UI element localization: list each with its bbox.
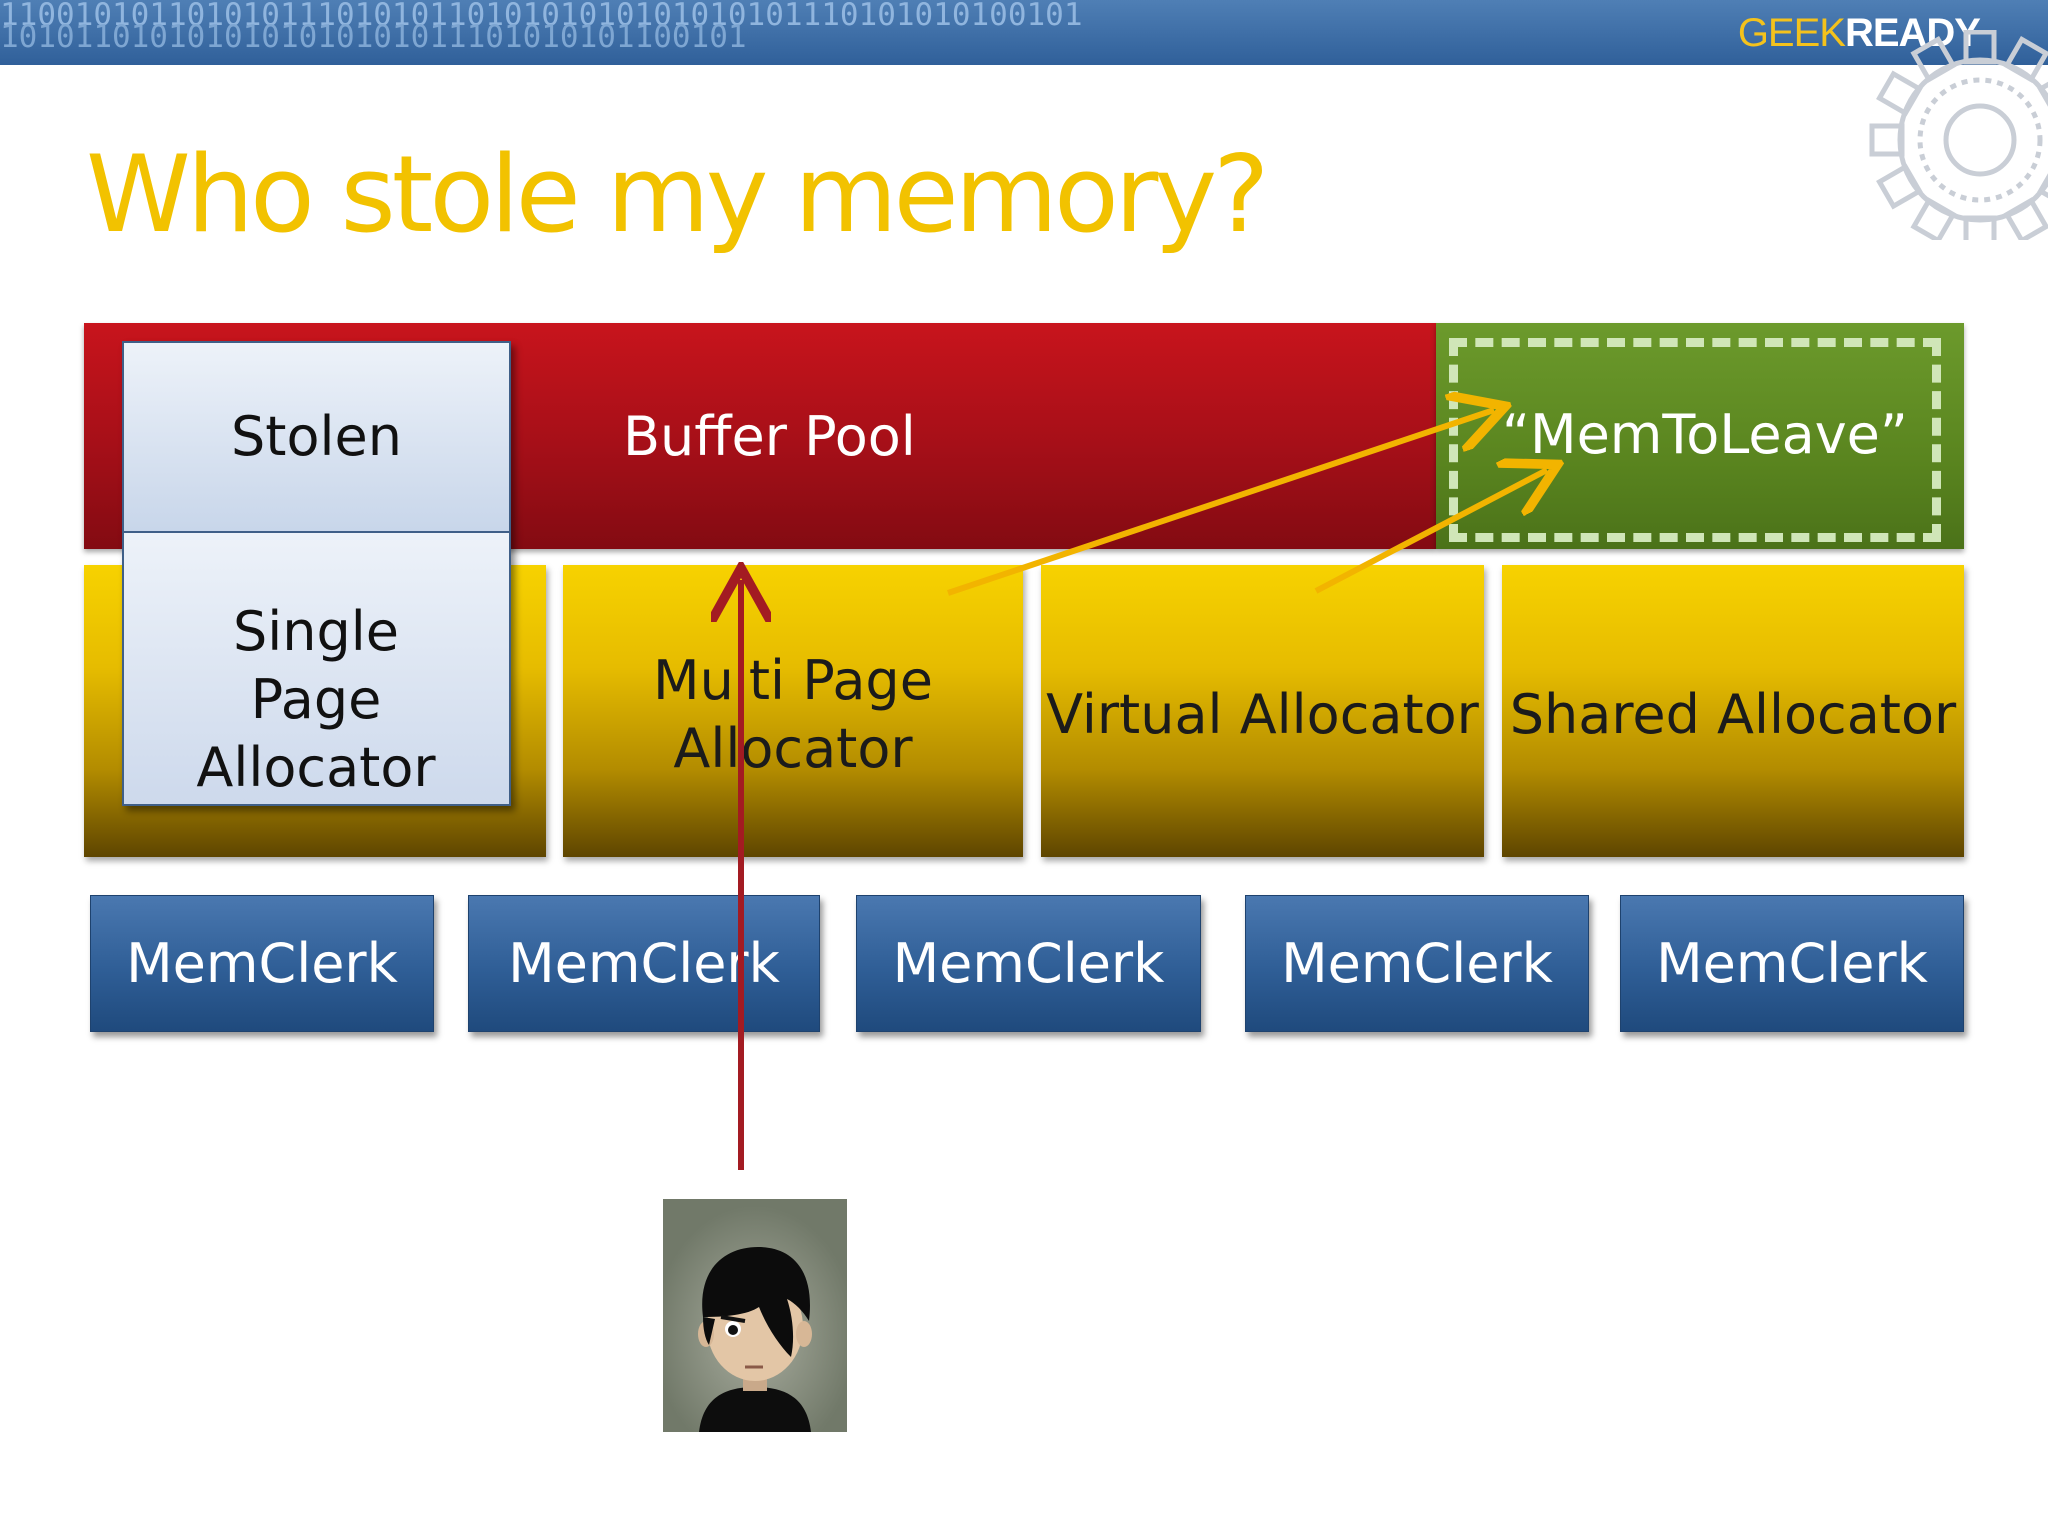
- header-bar: 1100101011010101110101011010101010101010…: [0, 0, 2048, 65]
- memclerk-box: MemClerk: [90, 895, 434, 1032]
- stolen-label: Stolen: [231, 405, 402, 468]
- virtual-allocator-block: [1041, 565, 1484, 857]
- binary-pattern-2: 1010110101010101010101011101010101100101: [0, 19, 747, 55]
- multi-page-allocator-block: [563, 565, 1023, 857]
- buffer-pool-label: Buffer Pool: [623, 405, 916, 468]
- shared-allocator-label: Shared Allocator: [1509, 683, 1957, 746]
- geekready-logo: GEEKREADY: [1737, 10, 1981, 56]
- yellow-arrow-virtual: [1314, 470, 1547, 594]
- virtual-allocator-label: Virtual Allocator: [1046, 683, 1479, 746]
- user-avatar: [663, 1199, 847, 1432]
- binary-pattern: 1100101011010101110101011010101010101010…: [0, 0, 1083, 33]
- single-page-allocator-label: Single Page Allocator: [196, 600, 436, 799]
- logo-geek-text: GEEK: [1737, 11, 1846, 55]
- memclerk-box: MemClerk: [856, 895, 1201, 1032]
- stolen-column: Stolen Single Page Allocator: [122, 341, 511, 806]
- memclerk-box: MemClerk: [1245, 895, 1589, 1032]
- logo-ready-text: READY: [1844, 11, 1981, 55]
- page-title: Who stole my memory?: [86, 133, 1269, 256]
- stolen-block: Stolen: [124, 343, 509, 533]
- memclerk-box: MemClerk: [1620, 895, 1964, 1032]
- mem-to-leave-label: “MemToLeave”: [1502, 403, 1908, 466]
- single-page-allocator-overlay: Single Page Allocator: [124, 533, 509, 804]
- multi-page-allocator-label: Multi Page Allocator: [653, 649, 933, 780]
- memclerk-box: MemClerk: [468, 895, 820, 1032]
- yellow-arrow-multi-page: [947, 410, 1494, 596]
- shared-allocator-block: [1502, 565, 1964, 857]
